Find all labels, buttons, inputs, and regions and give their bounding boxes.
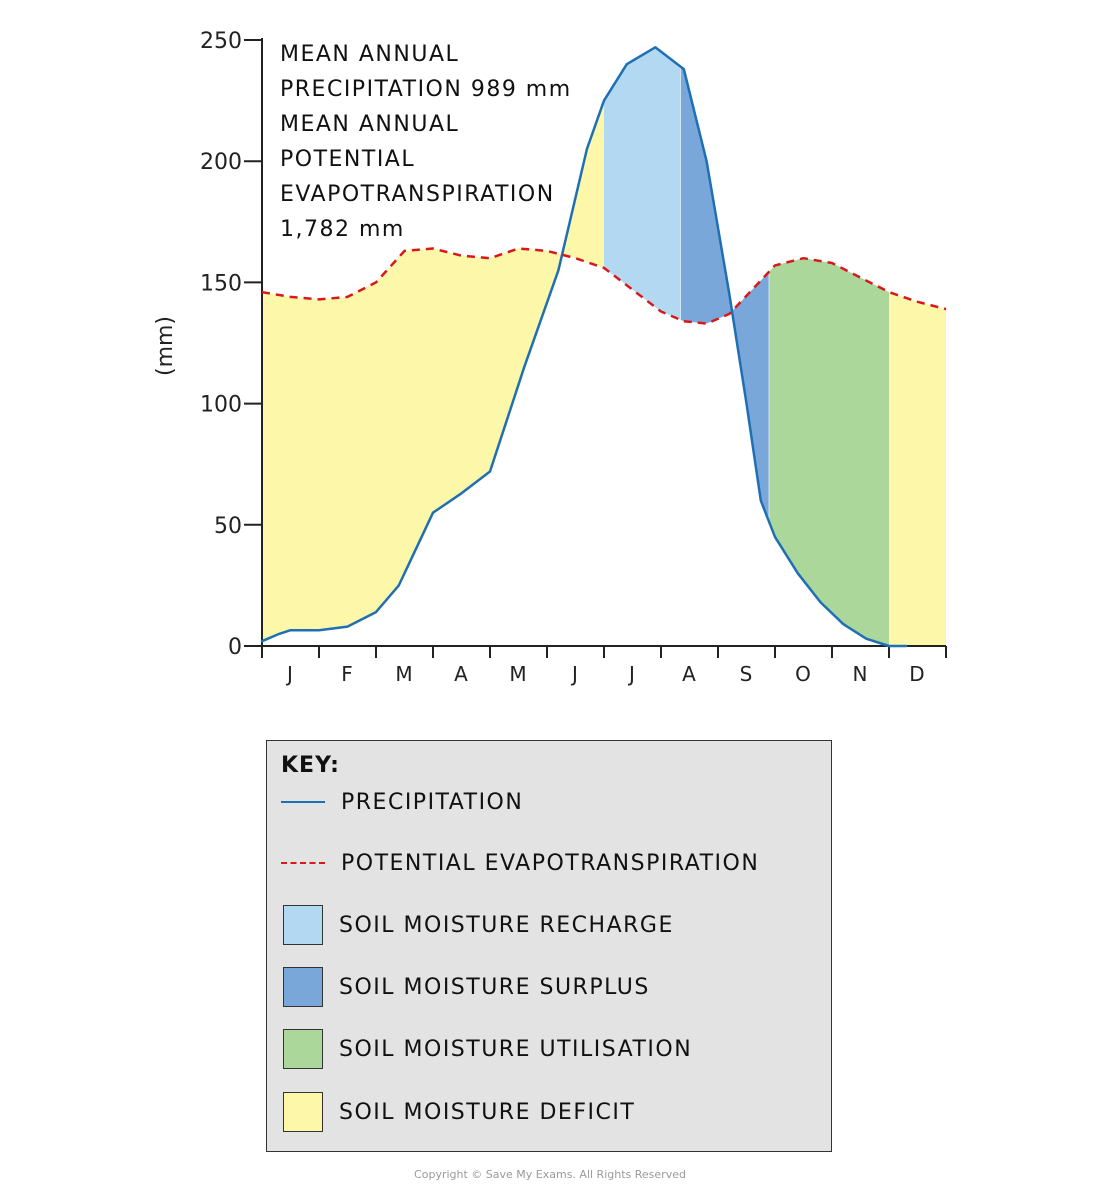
annotation-line: PRECIPITATION 989 mm [280,77,572,102]
data-lines [260,46,947,648]
key-swatch [283,905,323,945]
key-label: PRECIPITATION [341,789,524,815]
key-swatch [283,967,323,1007]
month-label: N [853,662,869,686]
annotation-line: EVAPOTRANSPIRATION [280,182,555,207]
annotation-line: 1,782 mm [280,217,405,242]
key-item: POTENTIAL EVAPOTRANSPIRATION [281,841,759,885]
month-label: A [454,662,469,686]
key-item: PRECIPITATION [281,780,523,824]
month-label: J [285,662,294,686]
y-tick-label: 150 [200,271,242,296]
key-title: KEY: [281,753,340,778]
month-label: S [740,662,754,686]
key-swatch [283,1029,323,1069]
copyright-footer: Copyright © Save My Exams. All Rights Re… [414,1168,686,1181]
key-label: SOIL MOISTURE UTILISATION [339,1036,693,1062]
y-tick-label: 200 [200,150,242,175]
key-swatch [283,1092,323,1132]
moisture-zone-fills [262,47,946,646]
month-label: J [627,662,636,686]
legend-key: KEY: PRECIPITATION POTENTIAL EVAPOTRANSPI… [266,740,832,1152]
zone-fill-4 [769,258,889,646]
key-label: POTENTIAL EVAPOTRANSPIRATION [341,850,760,876]
month-label: F [341,662,354,686]
key-item: SOIL MOISTURE UTILISATION [281,1027,692,1071]
annotation-line: MEAN ANNUAL [280,42,459,67]
y-tick-label: 50 [214,514,242,539]
key-item: SOIL MOISTURE SURPLUS [281,965,650,1009]
key-dashed-line [281,862,325,864]
month-label: A [682,662,697,686]
y-tick-label: 250 [200,29,242,54]
key-solid-line [281,801,325,803]
key-label: SOIL MOISTURE DEFICIT [339,1099,636,1125]
zone-fill-2 [604,47,681,320]
month-label: M [395,662,413,686]
zone-fill-3 [680,66,769,521]
month-label: O [795,662,812,686]
key-label: SOIL MOISTURE RECHARGE [339,912,674,938]
key-label: SOIL MOISTURE SURPLUS [339,974,650,1000]
key-item: SOIL MOISTURE RECHARGE [281,903,674,947]
month-label: D [909,662,925,686]
y-tick-label: 100 [200,393,242,418]
annual-totals-annotation: MEAN ANNUAL PRECIPITATION 989 mm MEAN ANNU… [280,42,572,242]
evapotranspiration-line [261,247,947,325]
annotation-line: MEAN ANNUAL [280,112,459,137]
y-tick-label: 0 [228,635,242,660]
zone-fill-5 [889,292,946,646]
precipitation-line [260,46,908,648]
y-axis-label: (mm) [153,316,178,376]
annotation-line: POTENTIAL [280,147,415,172]
key-item: SOIL MOISTURE DEFICIT [281,1090,635,1134]
month-label: M [509,662,527,686]
zone-fill-1 [262,100,604,642]
month-label: J [570,662,579,686]
